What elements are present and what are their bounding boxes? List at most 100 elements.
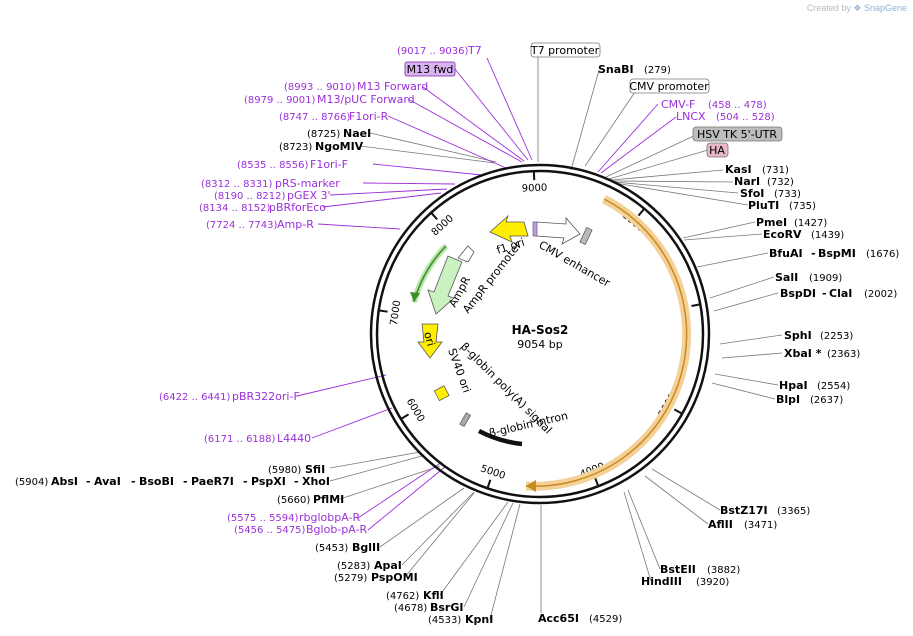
site-pos-apai: (5283) <box>337 561 370 572</box>
site-clai: ClaI <box>829 287 852 300</box>
sv40-ori-block <box>433 385 450 402</box>
site-pos-hpai: (2554) <box>817 381 850 392</box>
site-sphi: SphI <box>784 329 812 342</box>
site-pos-ecorv: (1439) <box>811 230 844 241</box>
site-sfoi: SfoI <box>740 187 764 200</box>
primer-leader-lines <box>296 57 677 531</box>
svg-text:-: - <box>183 475 188 488</box>
site-pos-nari: (732) <box>767 177 794 188</box>
site-xhoi: XhoI <box>302 475 330 488</box>
site-bfuai: BfuAI <box>769 247 803 260</box>
snapgene-credit: Created by ❖ SnapGene <box>807 3 907 14</box>
tick-mark <box>401 413 410 420</box>
site-pos-bsrgi: (4678) <box>394 603 427 614</box>
plasmid-length: 9054 bp <box>517 338 562 351</box>
site-pos-xbai: (2363) <box>827 349 860 360</box>
tick-mark <box>379 309 388 313</box>
site-pos-naei: (8725) <box>307 129 340 140</box>
ampr-promoter-arrow <box>457 245 475 263</box>
svg-text:HA: HA <box>709 144 725 157</box>
primer-pos-m13-forward: (8993 .. 9010) <box>284 82 356 93</box>
primer-l4440: L4440 <box>277 432 311 445</box>
site-pluti: PluTI <box>748 199 779 212</box>
site-pspxi: PspXI <box>251 475 286 488</box>
site-pos-bfuai: (1676) <box>866 249 899 260</box>
site-pos-bglii: (5453) <box>315 543 348 554</box>
primer-pos-m13-puc-forward: (8979 .. 9001) <box>244 95 316 106</box>
primer-pos-t7: (9017 .. 9036) <box>397 46 469 57</box>
cmv-promoter-block <box>579 227 593 245</box>
primer-m13-fwd: M13 fwd <box>404 61 456 77</box>
site-pos-bspdi: (2002) <box>864 289 897 300</box>
site-pos-pmei: (1427) <box>794 218 827 229</box>
site-bglii: BglII <box>352 541 380 554</box>
credit-brand: SnapGene <box>863 3 907 13</box>
site-absi: AbsI <box>51 475 78 488</box>
site-pos-absi: (5904) <box>15 477 48 488</box>
site-paer7i: PaeR7I <box>191 475 234 488</box>
site-pos-kasi: (731) <box>762 165 789 176</box>
credit-prefix: Created by <box>806 3 851 13</box>
tick-mark <box>673 408 682 415</box>
site-xbai: XbaI * <box>784 347 822 360</box>
site-leader-lines <box>329 69 783 620</box>
tick-mark <box>691 303 700 307</box>
svg-text:-: - <box>811 247 816 260</box>
site-pos-pspomi: (5279) <box>334 573 367 584</box>
sos2-cds-line <box>525 198 688 487</box>
site-bsrgi: BsrGI <box>430 601 463 614</box>
primer-pos-f1ori-r: (8747 .. 8766) <box>279 112 351 123</box>
site-pos-pflmi: (5660) <box>277 495 310 506</box>
site-naei: NaeI <box>343 127 371 140</box>
site-pos-bsteii: (3882) <box>707 565 740 576</box>
primer-f1ori-f: F1ori-F <box>310 158 348 171</box>
primer-pos-l4440: (6171 .. 6188) <box>204 434 276 445</box>
boxed-feature-ha: HA <box>706 142 729 158</box>
boxed-feature-hsv-tk-utr: HSV TK 5'-UTR <box>692 126 783 142</box>
primer-cmv-f: CMV-F <box>661 98 695 111</box>
site-bsobi: BsoBI <box>139 475 174 488</box>
f1-ori-arrow <box>489 214 529 243</box>
primer-lncx: LNCX <box>676 110 706 123</box>
primer-pos-cmv-f: (458 .. 478) <box>708 100 767 111</box>
primer-pos-rbglobpa-r: (5575 .. 5594) <box>227 513 299 524</box>
backbone <box>369 163 711 505</box>
plasmid-name: HA-Sos2 <box>512 323 569 337</box>
primer-bglob-pa-r: Bglob-pA-R <box>306 523 368 536</box>
site-hindiii: HindIII <box>641 575 682 588</box>
site-nari: NarI <box>734 175 760 188</box>
tick-label: 5000 <box>479 463 507 482</box>
cmv-enhancer-arrow <box>535 216 581 245</box>
site-bspdi: BspDI <box>780 287 816 300</box>
site-pos-acc65i: (4529) <box>589 614 622 625</box>
site-pos-kfli: (4762) <box>386 591 419 602</box>
primer-pos-f1ori-f: (8535 .. 8556) <box>237 160 309 171</box>
primer-rbglobpa-r: rbglobpA-R <box>299 511 360 524</box>
beta-globin-intron-bar <box>477 428 523 447</box>
site-kasi: KasI <box>725 163 752 176</box>
site-apai: ApaI <box>374 559 402 572</box>
site-bsteii: BstEII <box>660 563 696 576</box>
site-pos-sali: (1909) <box>809 273 842 284</box>
tick-label: 7000 <box>389 300 404 327</box>
feature-label-ori: ori <box>421 330 437 347</box>
tick-mark <box>594 477 599 486</box>
primer-pbr322ori-f: pBR322ori-F <box>232 390 300 403</box>
feature-label-cmv-enhancer: CMV enhancer <box>537 238 613 289</box>
site-kfli: KflI <box>423 589 444 602</box>
site-pos-bstz17i: (3365) <box>777 506 810 517</box>
site-sali: SalI <box>775 271 798 284</box>
primer-pos-prs-marker: (8312 .. 8331) <box>201 179 273 190</box>
svg-text:M13 fwd: M13 fwd <box>407 63 454 76</box>
primer-pgex3: pGEX 3' <box>287 189 331 202</box>
tick-label: 9000 <box>522 183 548 195</box>
site-pspomi: PspOMI <box>371 571 418 584</box>
primer-pos-amp-r: (7724 .. 7743) <box>206 220 278 231</box>
svg-text:T7 promoter: T7 promoter <box>530 44 600 57</box>
snapgene-logo-icon: ❖ <box>853 3 862 13</box>
promoter-marker <box>532 221 538 237</box>
site-pos-blpi: (2637) <box>810 395 843 406</box>
ampr-arc-arrowhead <box>410 292 420 302</box>
site-pos-snabi: (279) <box>644 65 671 76</box>
